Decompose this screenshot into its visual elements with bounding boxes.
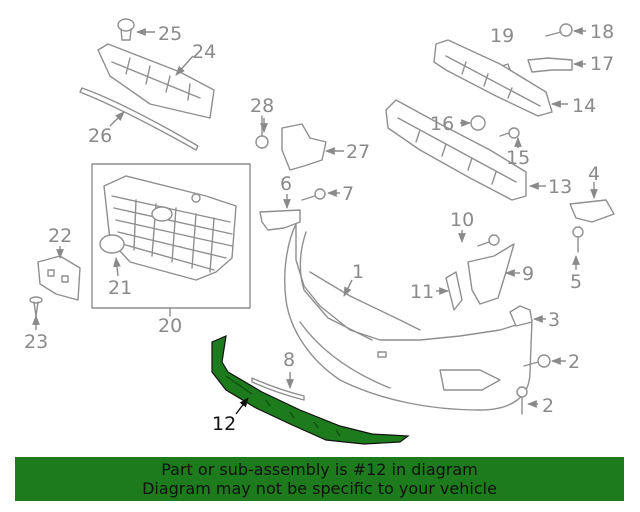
callout-26: 26 — [88, 125, 112, 147]
banner-line-2: Diagram may not be specific to your vehi… — [142, 479, 497, 498]
callout-5: 5 — [570, 271, 582, 293]
callout-17: 17 — [590, 53, 614, 75]
callout-1: 1 — [352, 261, 364, 283]
callout-4: 4 — [588, 163, 600, 185]
nut-part — [470, 115, 486, 131]
callout-20: 20 — [158, 315, 182, 337]
bolt-2-upper-part — [523, 354, 551, 368]
bolt-2-lower-part — [516, 386, 528, 415]
reinforcement-beam-part — [433, 39, 553, 117]
callout-2-upper: 2 — [568, 351, 580, 373]
callout-23: 23 — [24, 331, 48, 353]
emblem-part — [99, 234, 125, 254]
callout-24: 24 — [192, 41, 216, 63]
bracket-11-part — [445, 271, 463, 311]
callout-28: 28 — [250, 95, 274, 117]
clip-part — [117, 18, 135, 41]
callout-7: 7 — [342, 183, 354, 205]
callout-3: 3 — [548, 309, 560, 331]
callout-10: 10 — [450, 209, 474, 231]
callout-6: 6 — [280, 173, 292, 195]
clip-3-part — [509, 305, 533, 327]
bolt-15-part — [499, 127, 520, 139]
banner-line-1: Part or sub-assembly is #12 in diagram — [161, 460, 478, 479]
callout-19: 19 — [490, 25, 514, 47]
energy-absorber-part — [385, 99, 527, 201]
bracket-part — [281, 123, 327, 171]
grille-assembly-box — [91, 163, 251, 309]
molding-strip-part — [79, 87, 199, 151]
bolt-10-part — [477, 234, 500, 247]
callout-18: 18 — [590, 21, 614, 43]
side-bracket-part — [259, 209, 301, 231]
side-bracket-9-part — [467, 243, 515, 305]
grille-part — [103, 175, 237, 281]
callout-21: 21 — [108, 277, 132, 299]
callout-16: 16 — [430, 113, 454, 135]
callout-2-lower: 2 — [542, 395, 554, 417]
bolt-part — [301, 188, 326, 201]
upper-bracket-part — [97, 43, 215, 119]
plate-bracket-part — [37, 255, 81, 301]
bumper-cover-part — [284, 223, 533, 411]
callout-13: 13 — [548, 176, 572, 198]
callout-14: 14 — [572, 95, 596, 117]
bracket-17-part — [527, 57, 573, 73]
callout-22: 22 — [48, 225, 72, 247]
callout-15: 15 — [506, 147, 530, 169]
callout-25: 25 — [158, 23, 182, 45]
callout-9: 9 — [522, 263, 534, 285]
callout-12: 12 — [212, 413, 236, 435]
bolt-5-part — [572, 226, 584, 253]
callout-27: 27 — [346, 141, 370, 163]
screw-23-part — [29, 296, 43, 317]
screw-part — [255, 115, 269, 149]
lamp-cover-part — [569, 199, 615, 223]
callout-8: 8 — [283, 349, 295, 371]
callout-11: 11 — [410, 281, 434, 303]
molding-8-part — [251, 377, 305, 401]
bolt-18-part — [545, 23, 573, 37]
parts-diagram: 25 24 26 28 27 6 7 22 21 20 23 19 18 17 … — [24, 18, 615, 445]
part-info-banner: Part or sub-assembly is #12 in diagram D… — [15, 457, 624, 501]
